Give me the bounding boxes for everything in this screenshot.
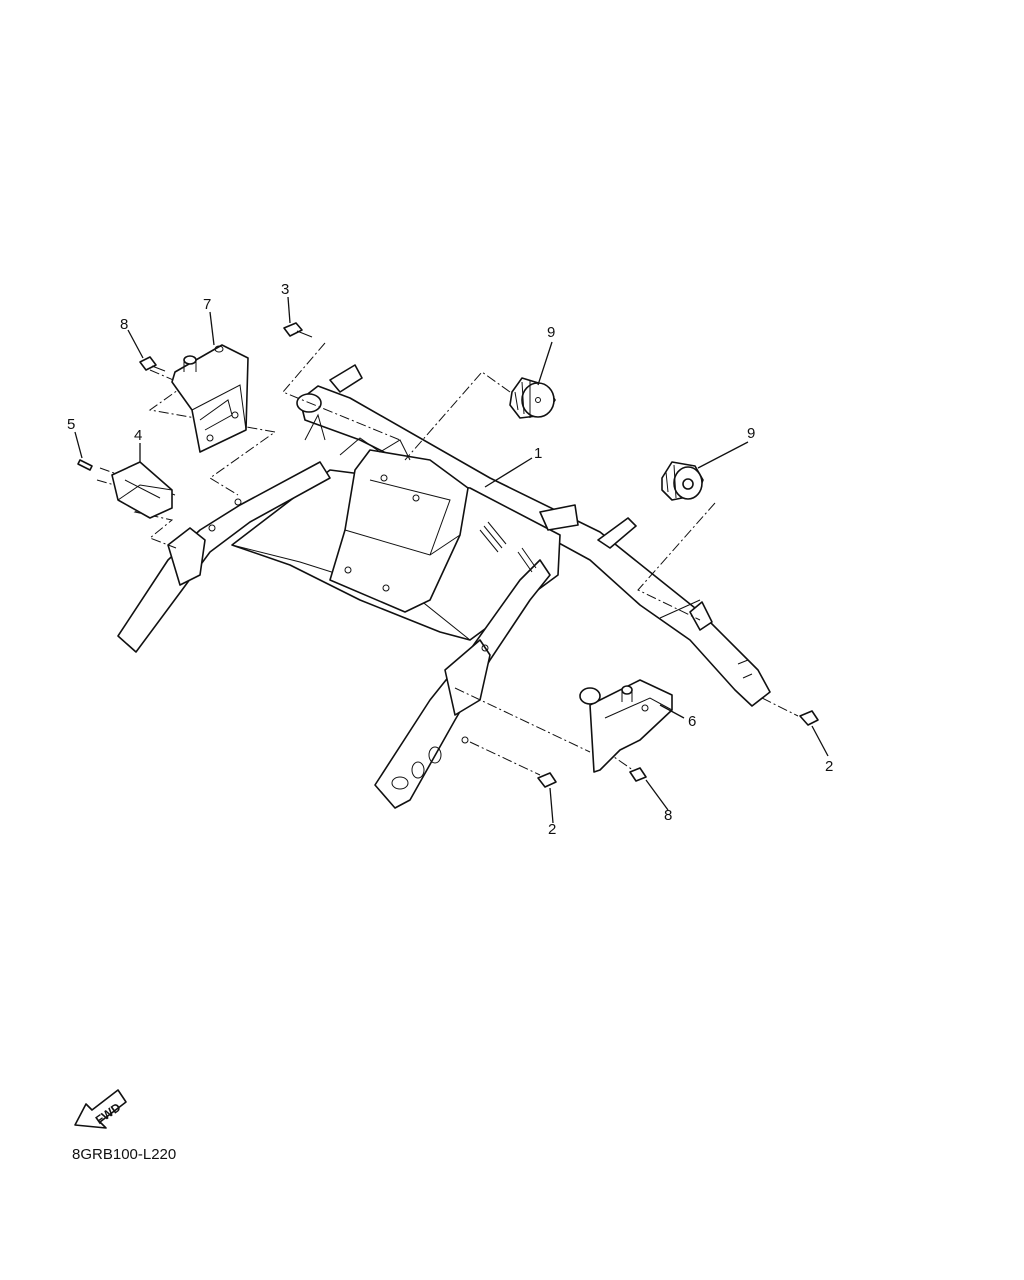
damper-9-lower	[661, 461, 704, 501]
bolt-8-lower	[629, 767, 647, 782]
frame-tab-top	[329, 364, 363, 393]
bolt-8-upper	[139, 356, 166, 372]
callout-9-upper: 9	[547, 324, 555, 341]
callout-9-lower: 9	[747, 425, 755, 442]
bolt-2-center	[537, 772, 557, 788]
frame-tab-upper	[539, 504, 579, 531]
frame-tab-rear-lower	[689, 601, 713, 631]
callout-4: 4	[134, 427, 142, 444]
callout-5: 5	[67, 416, 75, 433]
frame-right-bracket	[444, 639, 491, 716]
callout-2-center: 2	[548, 821, 556, 838]
bracket-4	[77, 459, 173, 519]
bracket-6	[579, 679, 673, 773]
clip-5	[77, 459, 93, 471]
callout-7: 7	[203, 296, 211, 313]
frame-tab-rear	[597, 517, 637, 549]
callout-leaders	[74, 296, 829, 824]
callout-3: 3	[281, 281, 289, 298]
callout-8-lower: 8	[664, 807, 672, 824]
callout-8-upper: 8	[120, 316, 128, 333]
frame-left-bracket	[167, 527, 206, 586]
damper-9-upper	[509, 377, 556, 419]
figure-code: 8GRB100-L220	[72, 1146, 177, 1163]
callout-2-right: 2	[825, 758, 833, 775]
bolt-3	[283, 322, 313, 338]
callout-1: 1	[534, 445, 542, 462]
frame-seat-box	[329, 449, 469, 613]
callout-labels: 1 2 2 3 4 5 6 7 8 8 9 9	[67, 281, 833, 838]
bolt-2-right	[799, 710, 819, 726]
bracket-7	[171, 344, 249, 453]
fwd-arrow-icon: FWD	[74, 1089, 127, 1129]
callout-6: 6	[688, 713, 696, 730]
main-frame	[117, 364, 771, 809]
